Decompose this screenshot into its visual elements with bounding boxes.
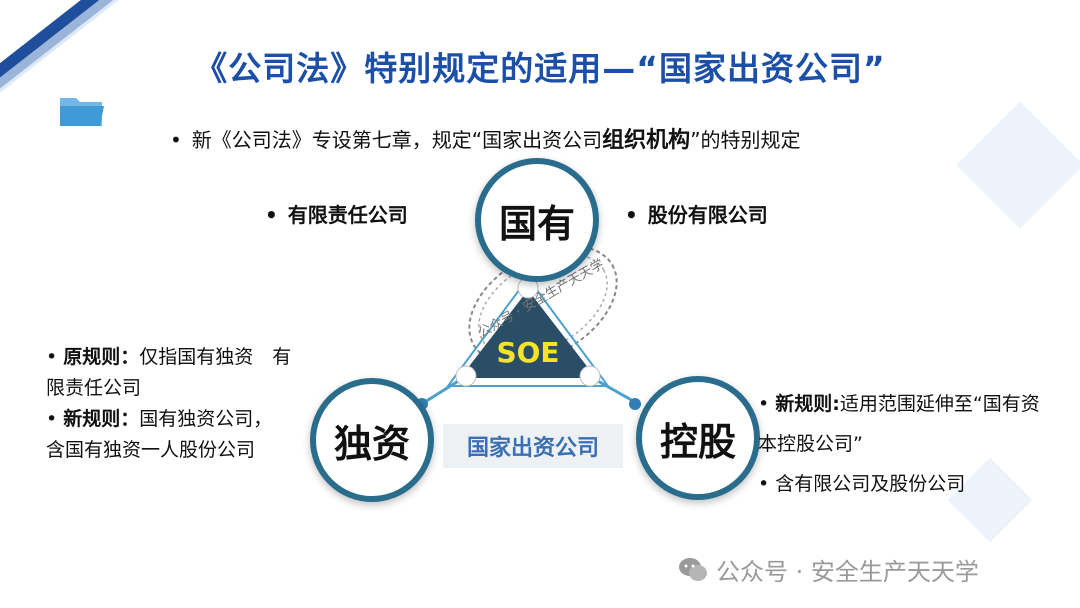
right-item2: • 含有限公司及股份公司 [758, 473, 966, 495]
center-label: 国家出资公司 [443, 424, 623, 468]
node-guoyou-label: 国有 [498, 201, 575, 246]
new-rule-label: 新规则： [63, 408, 140, 430]
folder-icon [60, 98, 104, 126]
left-rules: • 原规则：仅指国有独资 有限责任公司 • 新规则：国有独资公司， 含国有独资一… [46, 342, 296, 466]
intro-bold: 组织机构 [602, 128, 691, 153]
top-left-label: 有限责任公司 [287, 203, 408, 227]
triangle-outline [446, 276, 610, 387]
node-duzi: 独资 [310, 378, 434, 502]
right-new-rule: • 新规则:适用范围延伸至“国有资本控股公司” [758, 393, 1040, 455]
old-rule-label: 原规则： [63, 346, 140, 368]
connector-right [595, 378, 636, 404]
small-node-icon [455, 365, 477, 387]
small-node-icon [579, 365, 601, 387]
node-konggu: 控股 [636, 376, 760, 500]
intro-text: 新《公司法》专设第七章，规定“国家出资公司 [191, 128, 603, 152]
top-right-label: 股份有限公司 [647, 203, 768, 227]
footer-text: 公众号 · 安全生产天天学 [716, 558, 979, 586]
old-rule-text: 仅指国有独资 有限责任公司 [46, 346, 292, 399]
soe-triangle [460, 290, 596, 378]
new-rule: • 新规则：国有独资公司， 含国有独资一人股份公司 [46, 408, 273, 461]
node-konggu-label: 控股 [659, 419, 736, 464]
right-item2-text: 含有限公司及股份公司 [775, 473, 966, 495]
soe-label: SOE [496, 336, 559, 369]
connector-dot [629, 398, 641, 410]
old-rule: • 原规则：仅指国有独资 有限责任公司 [46, 346, 292, 399]
node-duzi-label: 独资 [333, 421, 410, 466]
bullet: • [170, 128, 182, 152]
right-new-rule-label: 新规则: [775, 393, 840, 415]
footer-watermark: 公众号 · 安全生产天天学 [678, 552, 979, 587]
new-rule-text: 国有独资公司， 含国有独资一人股份公司 [46, 408, 273, 461]
top-right-item: •股份有限公司 [625, 203, 768, 227]
decorative-diamond [956, 101, 1080, 229]
right-rules: • 新规则:适用范围延伸至“国有资本控股公司” • 含有限公司及股份公司 [758, 384, 1058, 504]
node-guoyou: 国有 [475, 158, 599, 282]
right-new-rule-text: 适用范围延伸至“国有资本控股公司” [758, 393, 1040, 455]
slide-title: 《公司法》特别规定的适用—“国家出资公司” [194, 49, 886, 88]
intro-line: • 新《公司法》专设第七章，规定“国家出资公司组织机构”的特别规定 [170, 122, 801, 154]
top-left-item: •有限责任公司 [265, 203, 408, 227]
wechat-icon [679, 557, 707, 581]
stamp-ring-inner [478, 253, 608, 357]
intro-text-end: ”的特别规定 [690, 128, 801, 152]
